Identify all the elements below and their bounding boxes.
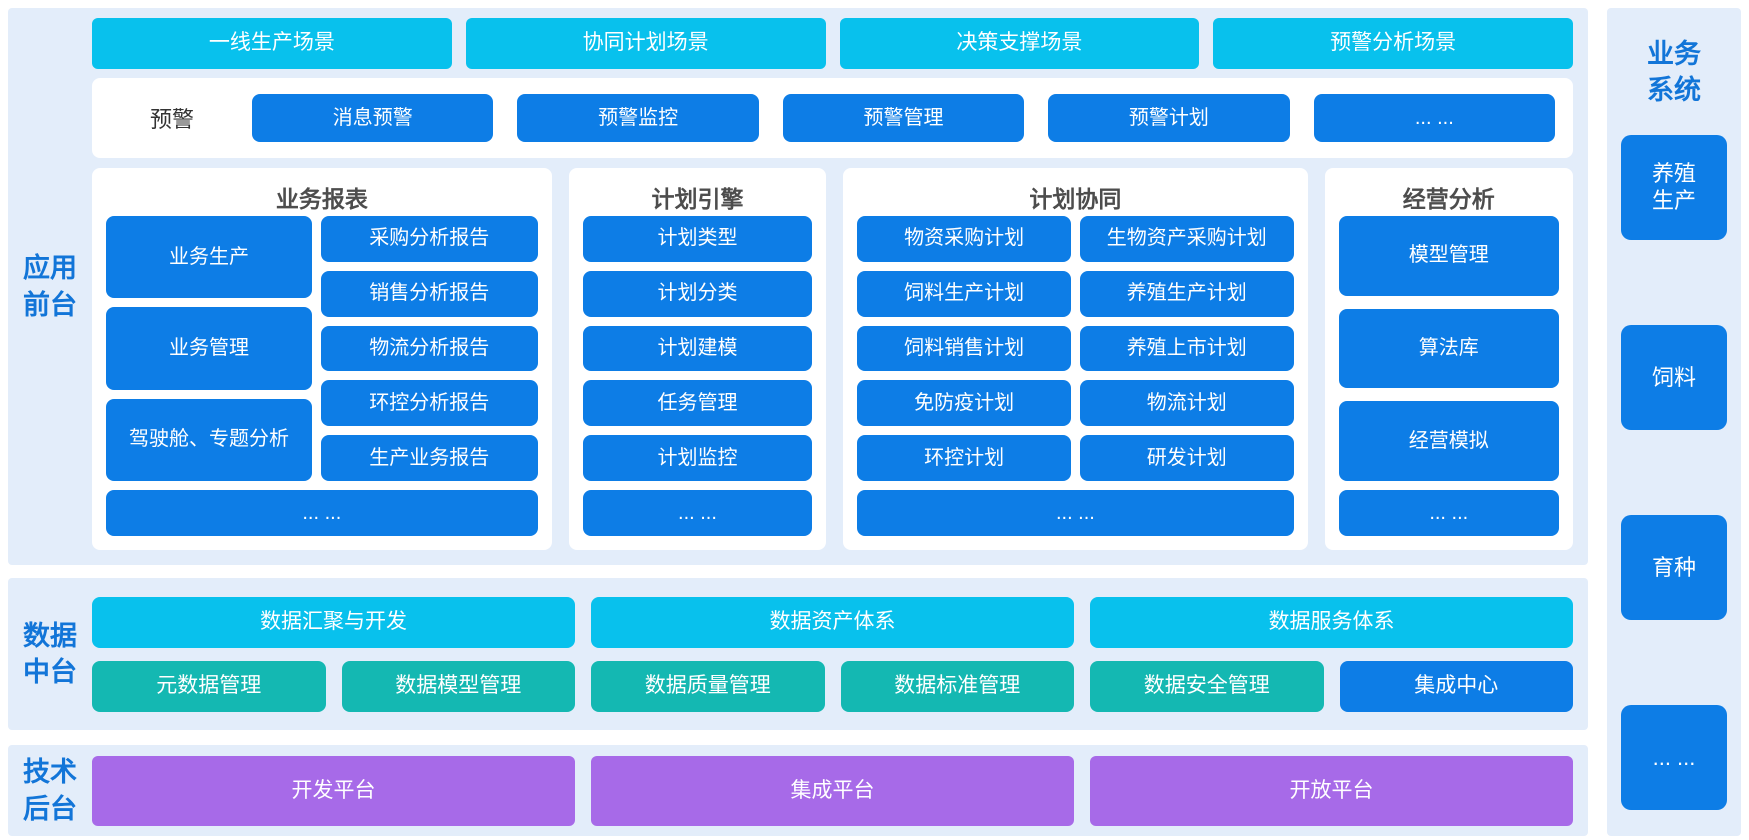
data-platform-label: 数据中台 <box>23 620 77 687</box>
warning-label: 预警 <box>149 107 194 132</box>
button-seed-breeding-system[interactable]: 育种 <box>1621 514 1727 620</box>
panel-operation-analysis-title: 经营分析 <box>1402 186 1495 212</box>
report-right-column: 采购分析报告 销售分析报告 物流分析报告 环控分析报告 生产业务报告 <box>320 216 538 481</box>
button-feed-production-plan[interactable]: 饲料生产计划 <box>857 270 1071 317</box>
operation-analysis-more-button[interactable]: ... ... <box>1338 490 1559 536</box>
section-data-platform: 数据中台 数据汇聚与开发 数据资产体系 数据服务体系 元数据管理 数据模型管理 … <box>8 578 1588 730</box>
report-left-column: 业务生产 业务管理 驾驶舱、专题分析 <box>106 216 312 481</box>
warning-button-manage[interactable]: 预警管理 <box>782 94 1025 142</box>
data-secondary-row: 元数据管理 数据模型管理 数据质量管理 数据标准管理 数据安全管理 集成中心 <box>92 661 1573 712</box>
warning-button-monitor[interactable]: 预警监控 <box>517 94 759 142</box>
button-integration-platform[interactable]: 集成平台 <box>591 756 1074 826</box>
button-data-security-management[interactable]: 数据安全管理 <box>1090 661 1324 712</box>
button-material-purchase-plan[interactable]: 物资采购计划 <box>857 216 1071 262</box>
button-business-management[interactable]: 业务管理 <box>106 307 312 390</box>
tech-backend-content: 开发平台 集成平台 开放平台 <box>92 745 1588 836</box>
button-dev-platform[interactable]: 开发平台 <box>92 756 575 826</box>
app-frontend-label: 应用前台 <box>23 253 77 320</box>
button-plan-monitor[interactable]: 计划监控 <box>582 435 813 481</box>
button-data-standard-management[interactable]: 数据标准管理 <box>840 661 1074 712</box>
panel-plan-collaboration: 计划协同 物资采购计划 生物资产采购计划 饲料生产计划 养殖生产计划 饲料销售计… <box>843 168 1308 550</box>
button-logistics-report[interactable]: 物流分析报告 <box>320 325 538 372</box>
section-tech-backend: 技术后台 开发平台 集成平台 开放平台 <box>8 745 1588 836</box>
button-data-quality-management[interactable]: 数据质量管理 <box>591 661 825 712</box>
business-systems-title: 业务系统 <box>1647 39 1701 106</box>
panel-operation-analysis: 经营分析 模型管理 算法库 经营模拟 ... ... <box>1324 168 1573 550</box>
tech-row: 开发平台 集成平台 开放平台 <box>92 756 1573 826</box>
button-purchase-report[interactable]: 采购分析报告 <box>320 216 538 262</box>
scenario-button-warning-analysis[interactable]: 预警分析场景 <box>1213 18 1573 69</box>
app-frontend-content: 一线生产场景 协同计划场景 决策支撑场景 预警分析场景 预警 消息预警 预警监控… <box>92 8 1588 565</box>
business-reports-more-button[interactable]: ... ... <box>106 490 538 536</box>
data-platform-content: 数据汇聚与开发 数据资产体系 数据服务体系 元数据管理 数据模型管理 数据质量管… <box>92 578 1588 730</box>
button-breeding-listing-plan[interactable]: 养殖上市计划 <box>1079 325 1294 372</box>
warning-panel: 预警 消息预警 预警监控 预警管理 预警计划 ... ... <box>92 78 1573 158</box>
button-data-asset-system[interactable]: 数据资产体系 <box>591 597 1074 648</box>
panel-plan-collaboration-title: 计划协同 <box>1029 186 1122 212</box>
button-plan-modeling[interactable]: 计划建模 <box>582 325 813 372</box>
button-integration-center[interactable]: 集成中心 <box>1339 661 1573 712</box>
panel-plan-engine-title: 计划引擎 <box>651 186 744 212</box>
button-envcontrol-report[interactable]: 环控分析报告 <box>320 380 538 427</box>
data-primary-row: 数据汇聚与开发 数据资产体系 数据服务体系 <box>92 597 1573 648</box>
button-envcontrol-plan[interactable]: 环控计划 <box>857 435 1071 481</box>
warning-button-message[interactable]: 消息预警 <box>252 94 494 142</box>
collab-grid: 物资采购计划 生物资产采购计划 饲料生产计划 养殖生产计划 饲料销售计划 养殖上… <box>857 216 1294 481</box>
button-feed-sales-plan[interactable]: 饲料销售计划 <box>857 325 1071 372</box>
tech-backend-label: 技术后台 <box>23 757 77 824</box>
button-breeding-production-system[interactable]: 养殖生产 <box>1621 134 1727 240</box>
button-sales-report[interactable]: 销售分析报告 <box>320 270 538 317</box>
button-immunization-plan[interactable]: 免防疫计划 <box>857 380 1071 427</box>
warning-button-plan[interactable]: 预警计划 <box>1048 94 1290 142</box>
button-logistics-plan[interactable]: 物流计划 <box>1079 380 1294 427</box>
button-open-platform[interactable]: 开放平台 <box>1090 756 1573 826</box>
button-metadata-management[interactable]: 元数据管理 <box>92 661 326 712</box>
scenario-button-decision[interactable]: 决策支撑场景 <box>839 18 1200 69</box>
button-plan-type[interactable]: 计划类型 <box>582 216 813 262</box>
button-algorithm-library[interactable]: 算法库 <box>1338 308 1559 389</box>
scenario-button-production[interactable]: 一线生产场景 <box>92 18 452 69</box>
panel-business-reports: 业务报表 业务生产 业务管理 驾驶舱、专题分析 采购分析报告 销售分析报告 物流… <box>92 168 552 550</box>
button-data-aggregation[interactable]: 数据汇聚与开发 <box>92 597 575 648</box>
panel-business-reports-body: 业务生产 业务管理 驾驶舱、专题分析 采购分析报告 销售分析报告 物流分析报告 … <box>106 216 538 481</box>
panel-plan-engine-body: 计划类型 计划分类 计划建模 任务管理 计划监控 <box>582 216 813 481</box>
panel-business-reports-title: 业务报表 <box>275 186 368 212</box>
button-task-management[interactable]: 任务管理 <box>582 380 813 427</box>
button-cockpit-analysis[interactable]: 驾驶舱、专题分析 <box>106 398 312 481</box>
plan-collaboration-more-button[interactable]: ... ... <box>857 490 1294 536</box>
panel-operation-analysis-body: 模型管理 算法库 经营模拟 <box>1338 216 1559 482</box>
button-rnd-plan[interactable]: 研发计划 <box>1079 435 1294 481</box>
warning-button-more[interactable]: ... ... <box>1313 94 1556 142</box>
panel-plan-engine: 计划引擎 计划类型 计划分类 计划建模 任务管理 计划监控 ... ... <box>568 168 827 550</box>
module-panels-row: 业务报表 业务生产 业务管理 驾驶舱、专题分析 采购分析报告 销售分析报告 物流… <box>92 168 1573 550</box>
button-business-production[interactable]: 业务生产 <box>106 216 312 299</box>
button-data-model-management[interactable]: 数据模型管理 <box>341 661 575 712</box>
button-operation-simulation[interactable]: 经营模拟 <box>1338 401 1559 482</box>
scenario-button-collab-plan[interactable]: 协同计划场景 <box>465 18 826 69</box>
scenario-row: 一线生产场景 协同计划场景 决策支撑场景 预警分析场景 <box>92 18 1573 69</box>
button-more-systems[interactable]: ... ... <box>1621 704 1727 810</box>
plan-engine-more-button[interactable]: ... ... <box>582 490 813 536</box>
button-bio-asset-purchase-plan[interactable]: 生物资产采购计划 <box>1079 216 1294 262</box>
panel-plan-collaboration-body: 物资采购计划 生物资产采购计划 饲料生产计划 养殖生产计划 饲料销售计划 养殖上… <box>857 216 1294 481</box>
button-model-management[interactable]: 模型管理 <box>1338 216 1559 296</box>
button-production-report[interactable]: 生产业务报告 <box>320 435 538 481</box>
section-app-frontend: 应用前台 一线生产场景 协同计划场景 决策支撑场景 预警分析场景 预警 消息预警… <box>8 8 1588 565</box>
main-column: 应用前台 一线生产场景 协同计划场景 决策支撑场景 预警分析场景 预警 消息预警… <box>8 8 1588 836</box>
sidebar-business-systems: 业务系统 养殖生产 饲料 育种 ... ... <box>1607 8 1741 836</box>
button-plan-category[interactable]: 计划分类 <box>582 270 813 317</box>
button-breeding-production-plan[interactable]: 养殖生产计划 <box>1079 270 1294 317</box>
button-data-service-system[interactable]: 数据服务体系 <box>1090 597 1573 648</box>
button-feed-system[interactable]: 饲料 <box>1621 324 1727 430</box>
